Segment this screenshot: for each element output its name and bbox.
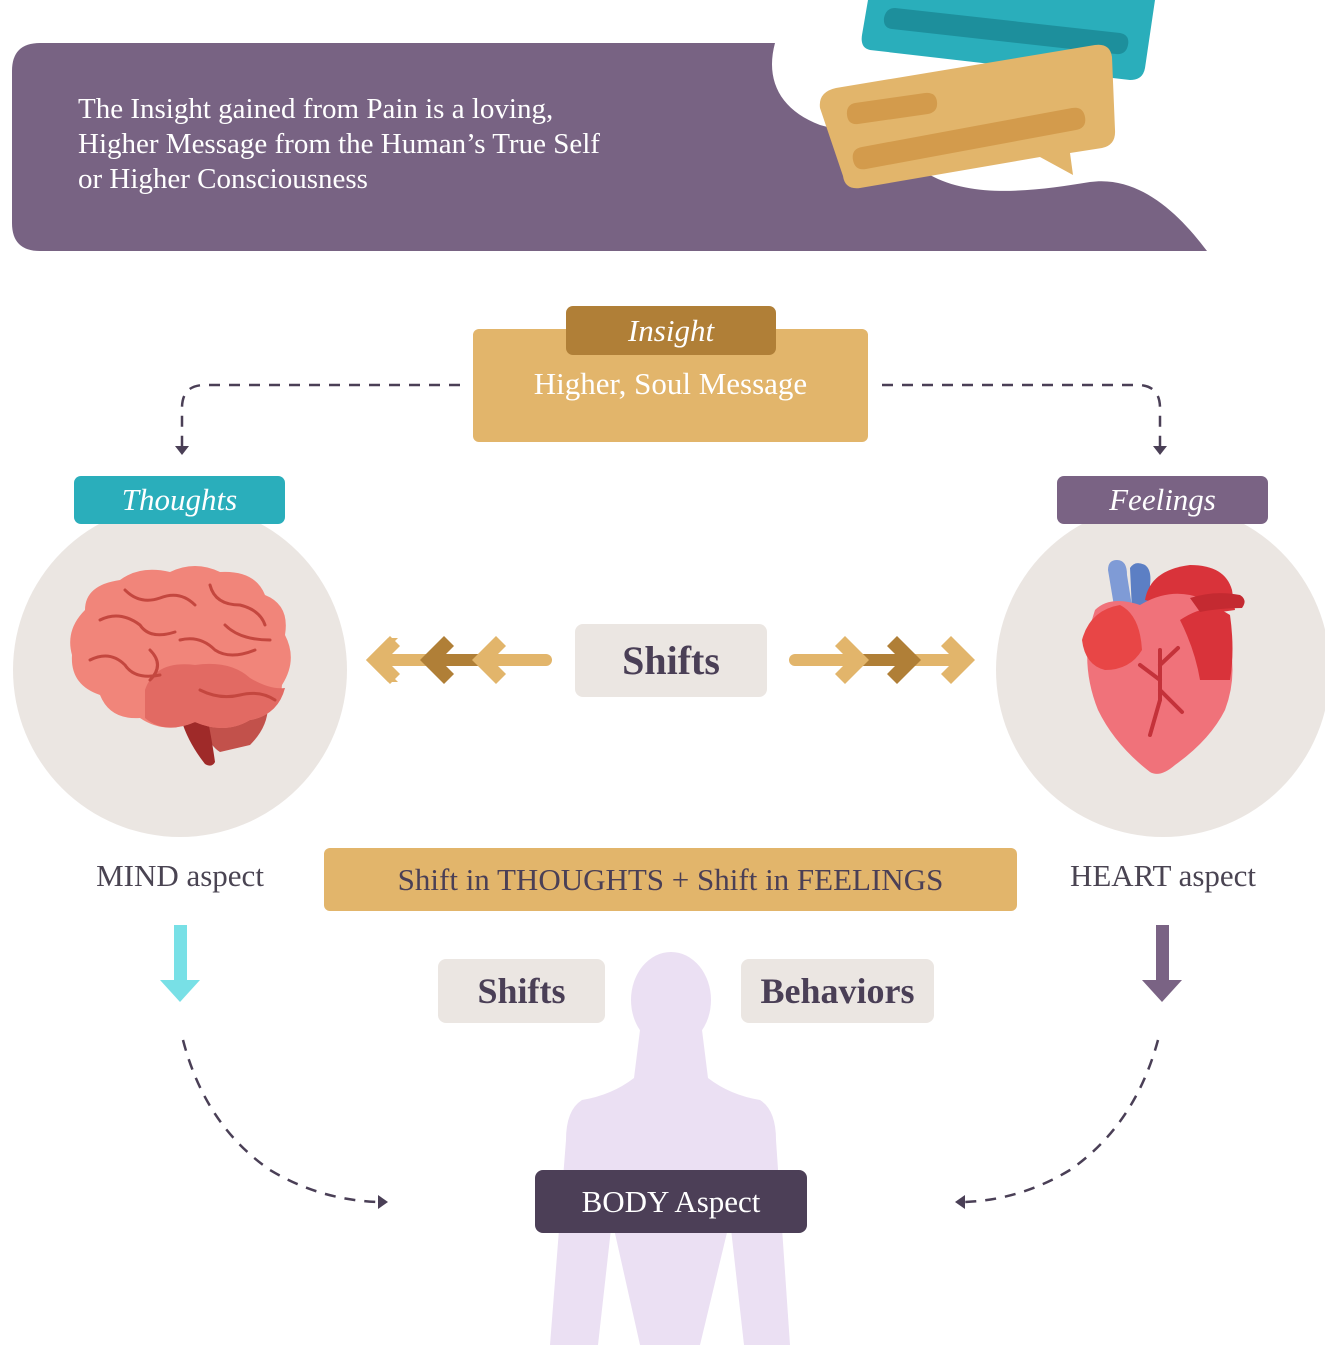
banner-background <box>12 43 1207 251</box>
banner-line-3: or Higher Consciousness <box>78 163 368 195</box>
body-connectors <box>181 1039 1160 1204</box>
chat-bubbles-icon <box>819 0 1155 189</box>
heart-down-arrow <box>1142 925 1182 1002</box>
shift-arrows-right <box>789 636 975 684</box>
body-behaviors-label: Behaviors <box>741 959 934 1023</box>
insight-message: Higher, Soul Message <box>533 366 808 401</box>
heart-aspect-label: HEART aspect <box>1069 858 1257 893</box>
heart-organ-icon <box>1082 560 1245 774</box>
insight-tag: Insight <box>566 306 776 355</box>
mind-aspect-label: MIND aspect <box>96 858 264 893</box>
brain-icon <box>70 566 291 766</box>
shifts-center-label: Shifts <box>575 624 767 697</box>
banner-line-2: Higher Message from the Human’s True Sel… <box>78 128 600 160</box>
feelings-tag: Feelings <box>1057 476 1268 524</box>
arrowhead-to-body-right <box>955 1195 965 1209</box>
combined-shift-label: Shift in THOUGHTS + Shift in FEELINGS <box>324 848 1017 911</box>
mind-down-arrow <box>160 925 200 1002</box>
thoughts-tag: Thoughts <box>74 476 285 524</box>
banner-line-1: The Insight gained from Pain is a loving… <box>78 93 554 125</box>
banner-text: The Insight gained from Pain is a loving… <box>78 92 758 197</box>
body-aspect-label: BODY Aspect <box>535 1170 807 1233</box>
arrowhead-to-thoughts <box>175 446 189 455</box>
arrowhead-to-body-left <box>378 1195 388 1209</box>
body-shifts-label: Shifts <box>438 959 605 1023</box>
arrowhead-to-feelings <box>1153 446 1167 455</box>
shift-arrows-left <box>366 636 552 684</box>
